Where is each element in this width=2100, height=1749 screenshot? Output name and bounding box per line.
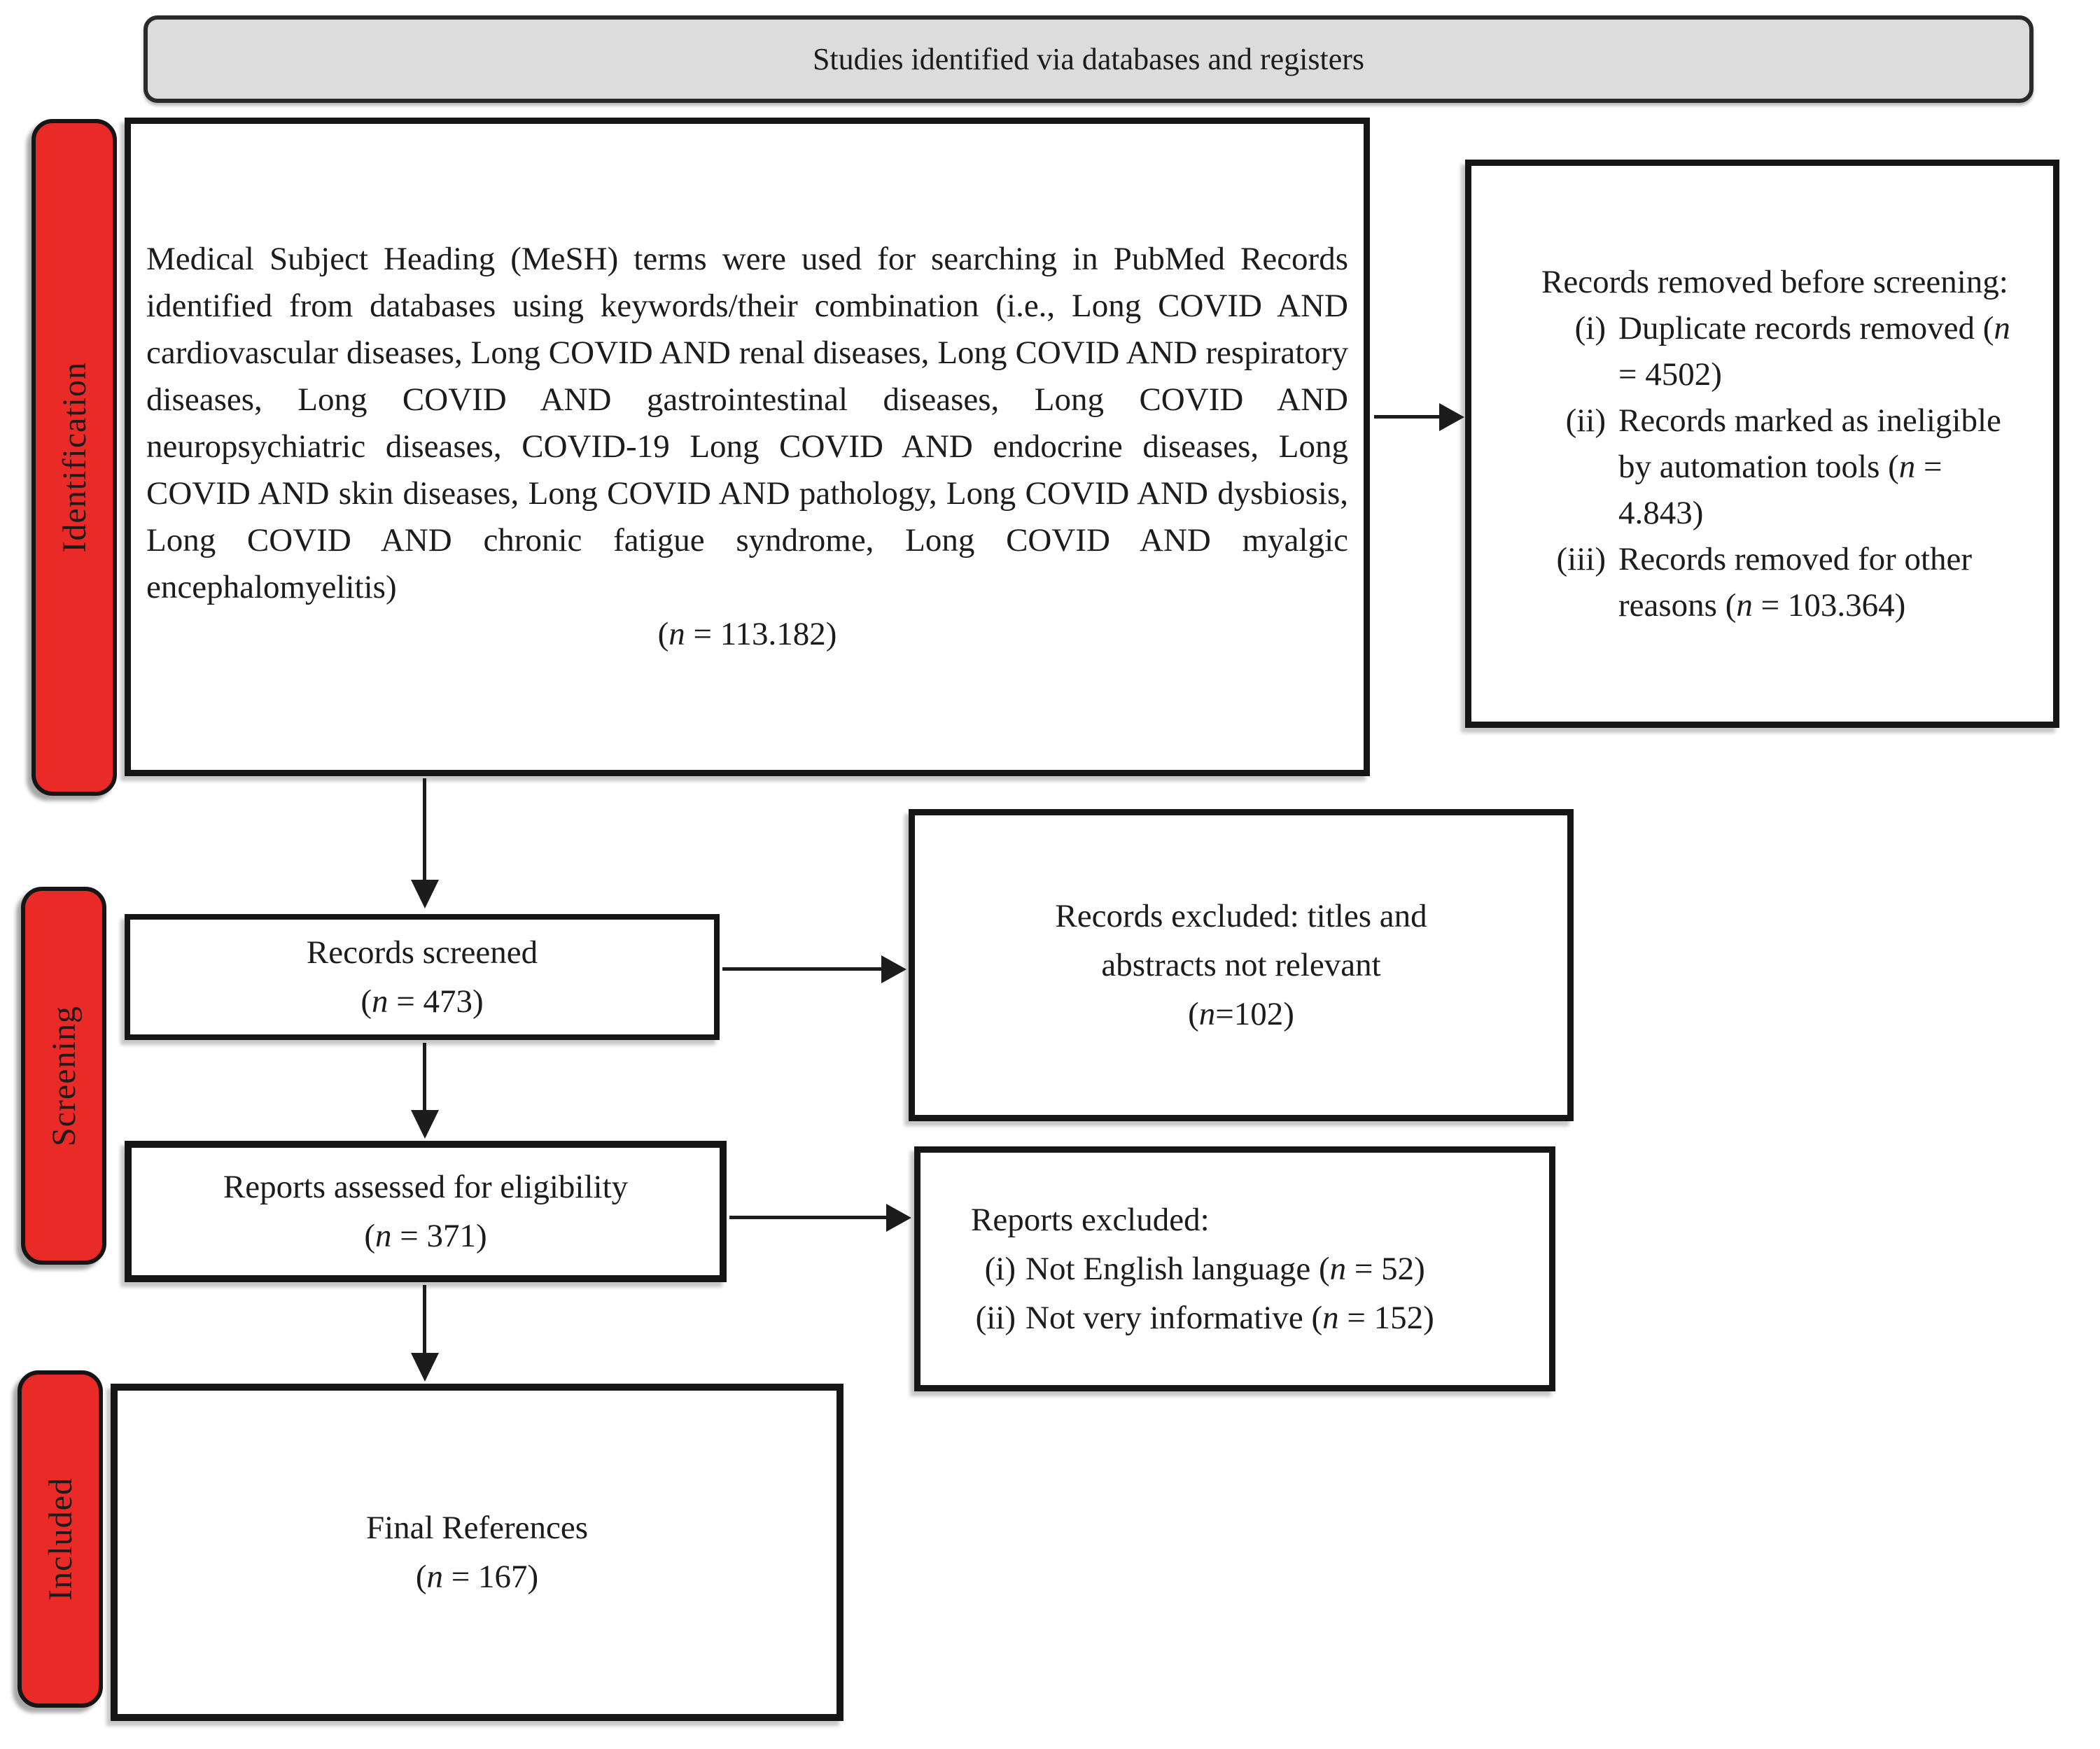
box-records-screened: Records screened (n = 473) [125, 914, 720, 1040]
records-screened-label: Records screened [306, 934, 538, 971]
list-text: Records marked as ineligible by automati… [1618, 402, 2001, 531]
records-removed-title: Records removed before screening: [1541, 264, 2008, 300]
stage-label-identification: Identification [55, 362, 93, 553]
list-text: Not English language (n = 52) [1026, 1251, 1425, 1287]
box-records-removed: Records removed before screening: (i) Du… [1465, 160, 2059, 728]
reports-assessed-count: (n = 371) [364, 1218, 487, 1254]
records-excluded-line2: abstracts not relevant [1101, 947, 1381, 983]
identification-count: (n = 113.182) [657, 616, 837, 652]
identification-search-paragraph: Medical Subject Heading (MeSH) terms wer… [146, 241, 1348, 605]
list-text: Records removed for other reasons (n = 1… [1618, 541, 1973, 624]
arrow-identification-to-records-screened [423, 778, 426, 880]
arrow-reports-assessed-to-reports-excluded [729, 1216, 887, 1219]
reports-excluded-title: Reports excluded: [971, 1202, 1210, 1238]
list-numeral: (i) [984, 1251, 1016, 1287]
list-text: Not very informative (n = 152) [1026, 1300, 1434, 1336]
records-removed-item: (iii) Records removed for other reasons … [1541, 536, 2015, 628]
banner-title: Studies identified via databases and reg… [812, 42, 1365, 76]
records-screened-count: (n = 473) [360, 983, 484, 1020]
arrow-records-screened-to-reports-assessed [423, 1043, 426, 1111]
final-references-count: (n = 167) [415, 1559, 539, 1595]
final-references-label: Final References [365, 1510, 589, 1546]
reports-assessed-label: Reports assessed for eligibility [223, 1169, 629, 1205]
stage-label-screening: Screening [45, 1005, 83, 1146]
records-excluded-count: (n=102) [1188, 996, 1294, 1032]
box-records-excluded: Records excluded: titles and abstracts n… [909, 809, 1574, 1121]
stage-tab-identification: Identification [31, 119, 117, 796]
box-reports-assessed: Reports assessed for eligibility (n = 37… [125, 1141, 727, 1282]
records-excluded-line1: Records excluded: titles and [1055, 898, 1427, 934]
reports-excluded-item: (i) Not English language (n = 52) [971, 1244, 1528, 1293]
reports-excluded-item: (ii) Not very informative (n = 152) [971, 1293, 1528, 1342]
banner-studies-identified: Studies identified via databases and reg… [144, 15, 2033, 103]
box-reports-excluded: Reports excluded: (i) Not English langua… [914, 1146, 1555, 1391]
box-final-references: Final References (n = 167) [111, 1384, 844, 1721]
box-identification-records: Medical Subject Heading (MeSH) terms wer… [125, 118, 1370, 776]
stage-label-included: Included [41, 1477, 79, 1601]
arrow-identification-to-records-removed [1374, 415, 1440, 419]
arrow-records-screened-to-records-excluded [722, 967, 882, 971]
list-numeral: (iii) [1556, 541, 1606, 577]
list-numeral: (i) [1574, 310, 1606, 346]
list-numeral: (ii) [975, 1300, 1016, 1336]
records-removed-item: (ii) Records marked as ineligible by aut… [1541, 398, 2015, 536]
arrow-reports-assessed-to-final-references [423, 1285, 426, 1354]
stage-tab-screening: Screening [21, 887, 106, 1265]
list-numeral: (ii) [1565, 402, 1606, 439]
records-removed-item: (i) Duplicate records removed (n = 4502) [1541, 305, 2015, 398]
list-text: Duplicate records removed (n = 4502) [1618, 310, 2010, 393]
stage-tab-included: Included [18, 1370, 103, 1708]
